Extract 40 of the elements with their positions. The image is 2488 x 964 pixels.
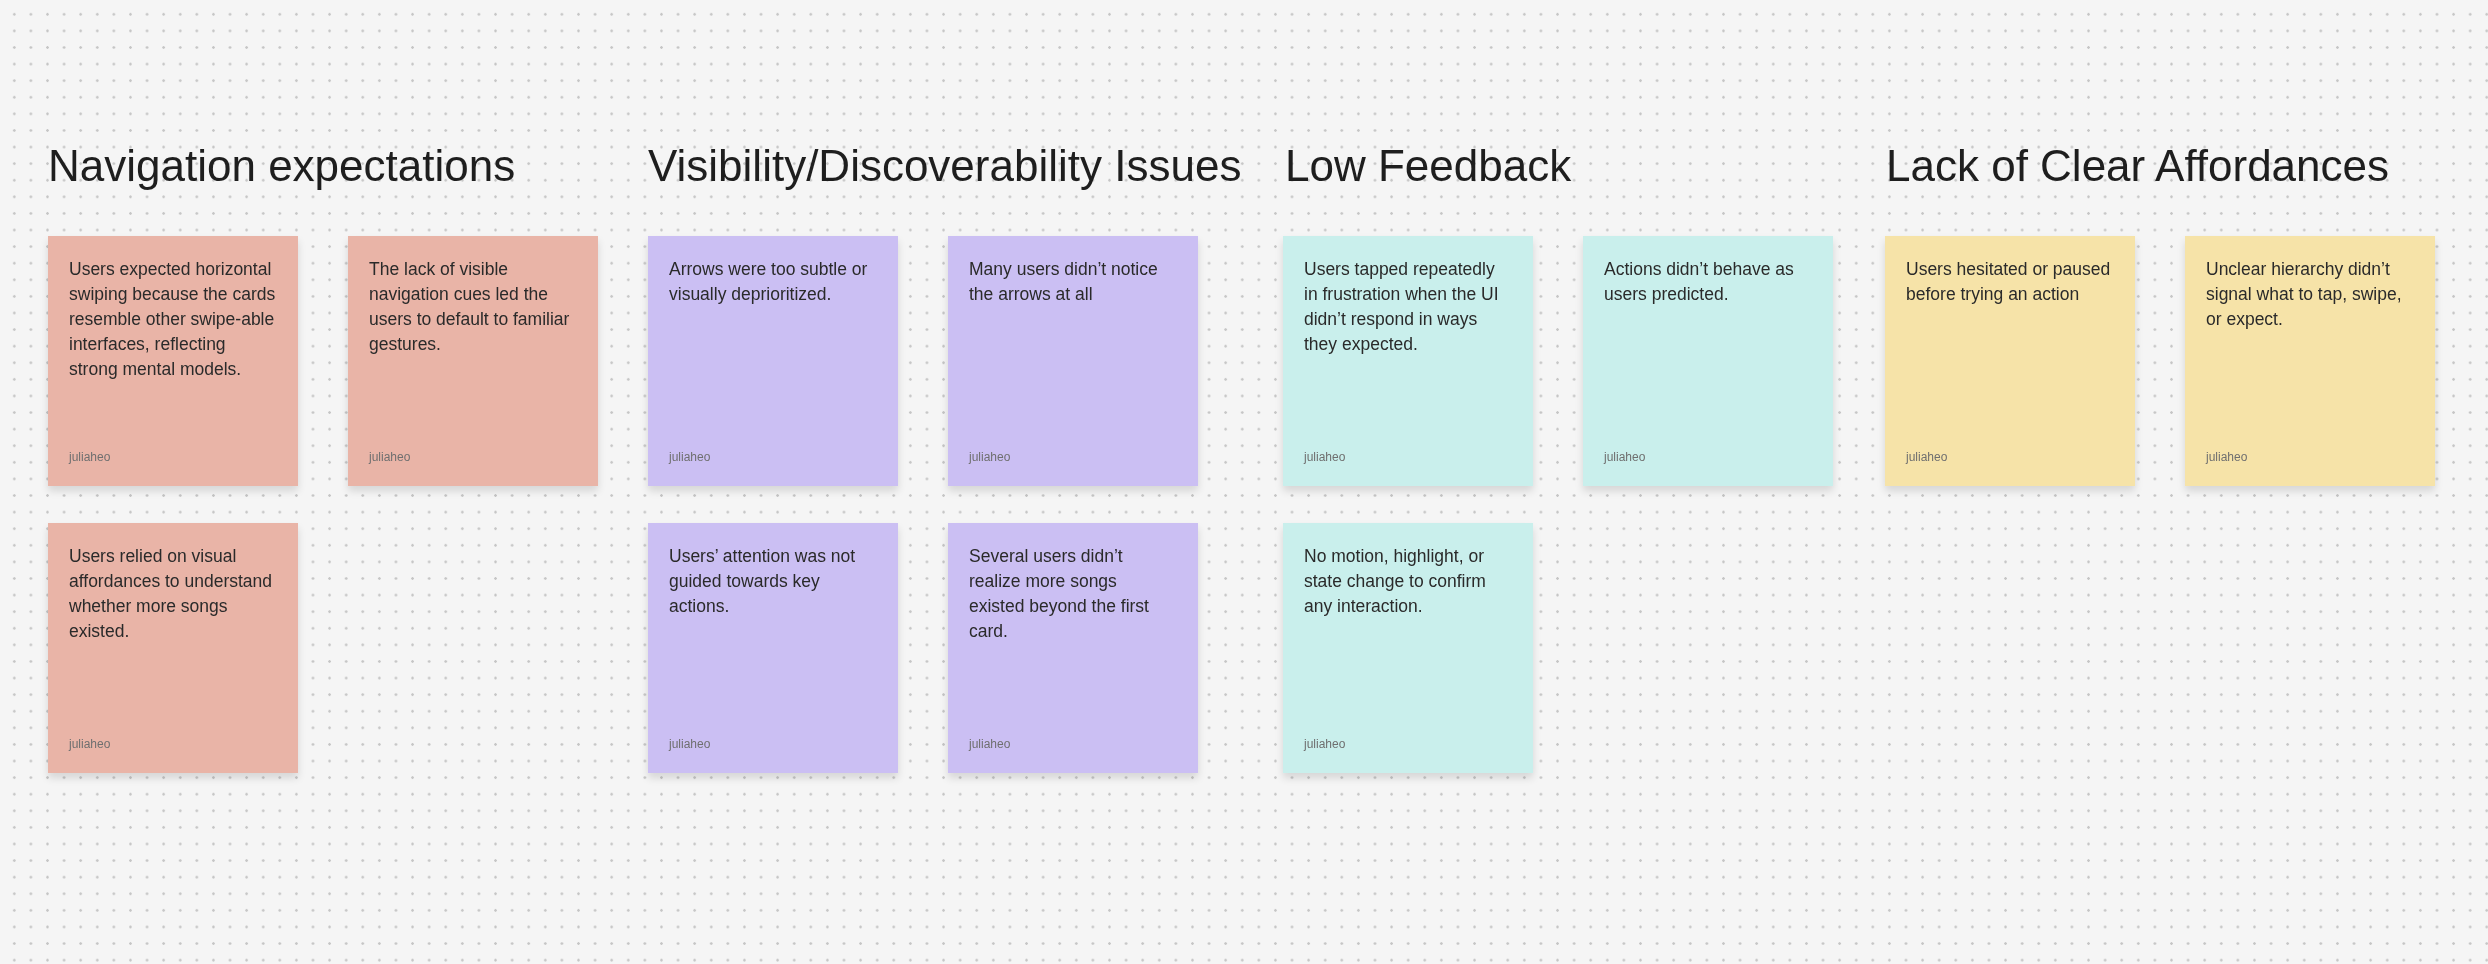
author-name: juliaheo	[369, 449, 411, 465]
author-name: juliaheo	[1604, 449, 1646, 465]
sticky-note	[2185, 236, 2435, 486]
sticky-note	[1283, 523, 1533, 773]
sticky-note	[948, 236, 1198, 486]
section-heading: Visibility/Discoverability Issues	[648, 144, 1242, 188]
sticky-note	[648, 523, 898, 773]
author-name: juliaheo	[1304, 449, 1346, 465]
sticky-note	[48, 236, 298, 486]
sticky-note	[348, 236, 598, 486]
author-name: juliaheo	[69, 736, 111, 752]
author-name: juliaheo	[669, 736, 711, 752]
author-name: juliaheo	[69, 449, 111, 465]
author-name: juliaheo	[1906, 449, 1948, 465]
note-text: The lack of visible navigation cues led the users to default to familiar gestures.	[369, 258, 571, 356]
sticky-note	[648, 236, 898, 486]
note-text: Unclear hierarchy didn’t signal what to tap, swipe, or expect.	[2206, 258, 2403, 331]
note-text: Users tapped repeatedly in frustration when the UI didn’t respond in ways they expected.	[1304, 258, 1500, 356]
author-name: juliaheo	[1304, 736, 1346, 752]
note-text: Many users didn’t notice the arrows at all	[969, 258, 1159, 306]
section-heading: Navigation expectations	[48, 144, 516, 188]
note-text: Users’ attention was not guided towards key actions.	[669, 545, 857, 618]
sticky-note	[1885, 236, 2135, 486]
note-text: Users hesitated or paused before trying an action	[1906, 258, 2112, 306]
note-text: Users expected horizontal swiping because the cards resemble other swipe-able interfaces, reflecting strong mental models.	[69, 258, 277, 381]
note-text: Users relied on visual affordances to understand whether more songs existed.	[69, 545, 274, 643]
sticky-note	[1583, 236, 1833, 486]
section-heading: Low Feedback	[1285, 144, 1572, 188]
section-heading: Lack of Clear Affordances	[1886, 144, 2390, 188]
sticky-note	[1283, 236, 1533, 486]
note-text: No motion, highlight, or state change to confirm any interaction.	[1304, 545, 1487, 618]
note-text: Actions didn’t behave as users predicted.	[1604, 258, 1795, 306]
author-name: juliaheo	[669, 449, 711, 465]
author-name: juliaheo	[969, 736, 1011, 752]
author-name: juliaheo	[2206, 449, 2248, 465]
sticky-note	[948, 523, 1198, 773]
note-text: Several users didn’t realize more songs existed beyond the first card.	[969, 545, 1150, 643]
author-name: juliaheo	[969, 449, 1011, 465]
sticky-note	[48, 523, 298, 773]
note-text: Arrows were too subtle or visually deprioritized.	[669, 258, 869, 306]
